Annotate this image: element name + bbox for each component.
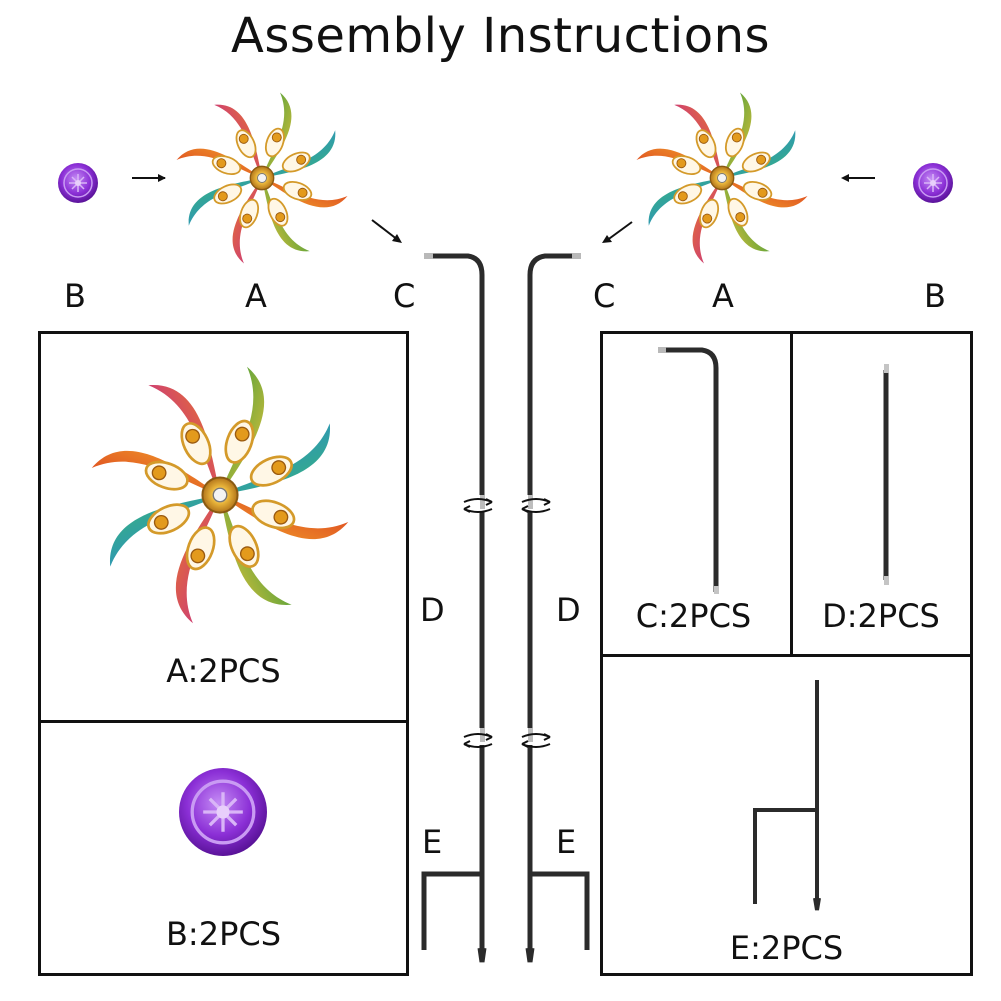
divider bbox=[790, 334, 793, 654]
label-d-right: D bbox=[556, 591, 581, 629]
caption-c-qty: C:2PCS bbox=[635, 597, 752, 635]
caption-a-qty: A:2PCS bbox=[166, 652, 281, 690]
joint-right-upper bbox=[528, 495, 533, 509]
page-title: Assembly Instructions bbox=[230, 8, 770, 64]
stake-right-tip bbox=[572, 253, 581, 259]
arrow-a-to-c-right bbox=[602, 221, 633, 243]
stake-left-tip bbox=[424, 253, 433, 259]
caption-e-qty: E:2PCS bbox=[729, 929, 844, 967]
label-e-left: E bbox=[422, 823, 443, 861]
part-e-stake bbox=[753, 680, 821, 911]
parts-box-left bbox=[38, 331, 409, 976]
joint-left-upper bbox=[480, 495, 485, 509]
parts-box-right bbox=[600, 331, 973, 976]
label-c-right: C bbox=[593, 277, 616, 315]
label-c-left: C bbox=[393, 277, 416, 315]
stake-right bbox=[525, 253, 590, 963]
arrow-b-to-a-left bbox=[132, 174, 166, 182]
part-c-rod bbox=[658, 347, 719, 594]
label-a-right: A bbox=[712, 277, 734, 315]
label-a-left: A bbox=[245, 277, 267, 315]
stake-left bbox=[421, 253, 487, 963]
caption-b-qty: B:2PCS bbox=[165, 915, 282, 953]
arrow-b-to-a-right bbox=[841, 174, 875, 182]
label-e-right: E bbox=[556, 823, 577, 861]
label-b-right: B bbox=[924, 277, 946, 315]
divider bbox=[603, 654, 970, 657]
caption-d-qty: D:2PCS bbox=[822, 597, 940, 635]
arrow-a-to-c-left bbox=[371, 219, 402, 243]
label-b-left: B bbox=[64, 277, 86, 315]
divider bbox=[41, 720, 406, 723]
label-d-left: D bbox=[420, 591, 445, 629]
part-d-rod bbox=[883, 364, 889, 585]
